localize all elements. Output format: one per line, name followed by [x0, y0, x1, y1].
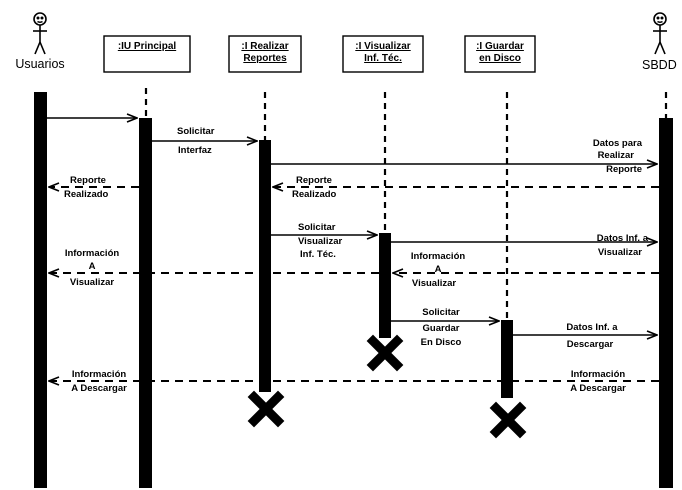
- object-i-guardar-en-disco: :I Guardar en Disco: [464, 35, 536, 73]
- destroy-x-icon: [366, 334, 404, 372]
- label-reporte-realizado-user: Reporte Realizado: [64, 175, 109, 200]
- label-informacion-descargar-user: Información A Descargar: [71, 369, 127, 394]
- object-label: :I Visualizar: [355, 41, 411, 52]
- label-informacion-visualizar-user: Información A Visualizar: [65, 248, 120, 288]
- message-label: Solicitar: [177, 126, 215, 137]
- object-label: Reportes: [243, 53, 287, 64]
- label-datos-inf-descargar: Datos Inf. a Descargar: [566, 322, 618, 350]
- object-label: :I Realizar: [241, 41, 288, 52]
- actor-label-sbdd: SBDD: [642, 58, 677, 72]
- label-informacion-descargar-sbdd: Información A Descargar: [570, 369, 626, 394]
- label-solicitar-guardar: Solicitar Guardar En Disco: [421, 307, 462, 348]
- message-label: Visualizar: [298, 236, 342, 247]
- message-label: Información: [411, 251, 466, 262]
- destroy-x-icon: [489, 401, 527, 439]
- destroy-x-icon: [247, 390, 285, 428]
- object-iu-principal: :IU Principal: [103, 35, 191, 73]
- message-label: A: [435, 264, 442, 275]
- object-label: :IU Principal: [118, 41, 177, 52]
- message-label: Realizado: [292, 189, 337, 200]
- message-label: Interfaz: [178, 145, 212, 156]
- object-i-visualizar-inf-tec: :I Visualizar Inf. Téc.: [342, 35, 424, 73]
- message-label: Información: [72, 369, 127, 380]
- activation-bar-i-realizar: [259, 140, 271, 392]
- activation-bar-sbdd: [659, 118, 673, 488]
- message-label: Reporte: [606, 164, 642, 175]
- stick-figure-icon: [653, 12, 667, 55]
- label-informacion-visualizar-sbdd: Información A Visualizar: [411, 251, 466, 289]
- actor-sbdd: SBDD: [642, 12, 677, 72]
- message-label: En Disco: [421, 337, 462, 348]
- message-label: Datos Inf. a: [597, 233, 649, 244]
- message-label: Realizado: [64, 189, 109, 200]
- message-label: Reporte: [70, 175, 106, 186]
- message-label: Realizar: [598, 150, 635, 161]
- message-label: Inf. Téc.: [300, 249, 336, 260]
- object-label: Inf. Téc.: [364, 53, 402, 64]
- message-arrows: [47, 118, 657, 335]
- actor-usuarios: Usuarios: [15, 12, 65, 71]
- label-datos-realizar-reporte: Datos para Realizar Reporte: [593, 138, 643, 175]
- activation-bar-usuarios: [34, 92, 47, 488]
- activation-bar-i-visualizar: [379, 233, 391, 338]
- message-label: Reporte: [296, 175, 332, 186]
- message-label: Datos Inf. a: [566, 322, 618, 333]
- label-datos-inf-visualizar: Datos Inf. a Visualizar: [597, 233, 649, 258]
- message-label: Solicitar: [298, 222, 336, 233]
- label-solicitar-visualizar: Solicitar Visualizar Inf. Téc.: [298, 222, 342, 260]
- object-label: :I Guardar: [476, 41, 524, 52]
- message-label: A Descargar: [570, 383, 626, 394]
- message-label: Visualizar: [598, 247, 642, 258]
- message-label: Solicitar: [422, 307, 460, 318]
- return-arrows: [49, 187, 659, 381]
- message-label: Información: [65, 248, 120, 259]
- lifelines: [144, 88, 668, 320]
- stick-figure-icon: [33, 12, 47, 55]
- message-label: A Descargar: [71, 383, 127, 394]
- label-solicitar-interfaz: Solicitar Interfaz: [177, 126, 215, 156]
- object-label: en Disco: [479, 53, 521, 64]
- activation-bar-iu-principal: [139, 118, 152, 488]
- actor-label-usuarios: Usuarios: [15, 57, 64, 71]
- message-label: Descargar: [567, 339, 614, 350]
- message-label: Visualizar: [70, 277, 114, 288]
- object-i-realizar-reportes: :I Realizar Reportes: [228, 35, 302, 73]
- activation-bar-i-guardar: [501, 320, 513, 398]
- message-label: Datos para: [593, 138, 643, 149]
- message-label: Visualizar: [412, 278, 456, 289]
- message-label: Información: [571, 369, 626, 380]
- message-label: A: [89, 261, 96, 272]
- message-label: Guardar: [423, 323, 460, 334]
- label-reporte-realizado-sbdd: Reporte Realizado: [292, 175, 337, 200]
